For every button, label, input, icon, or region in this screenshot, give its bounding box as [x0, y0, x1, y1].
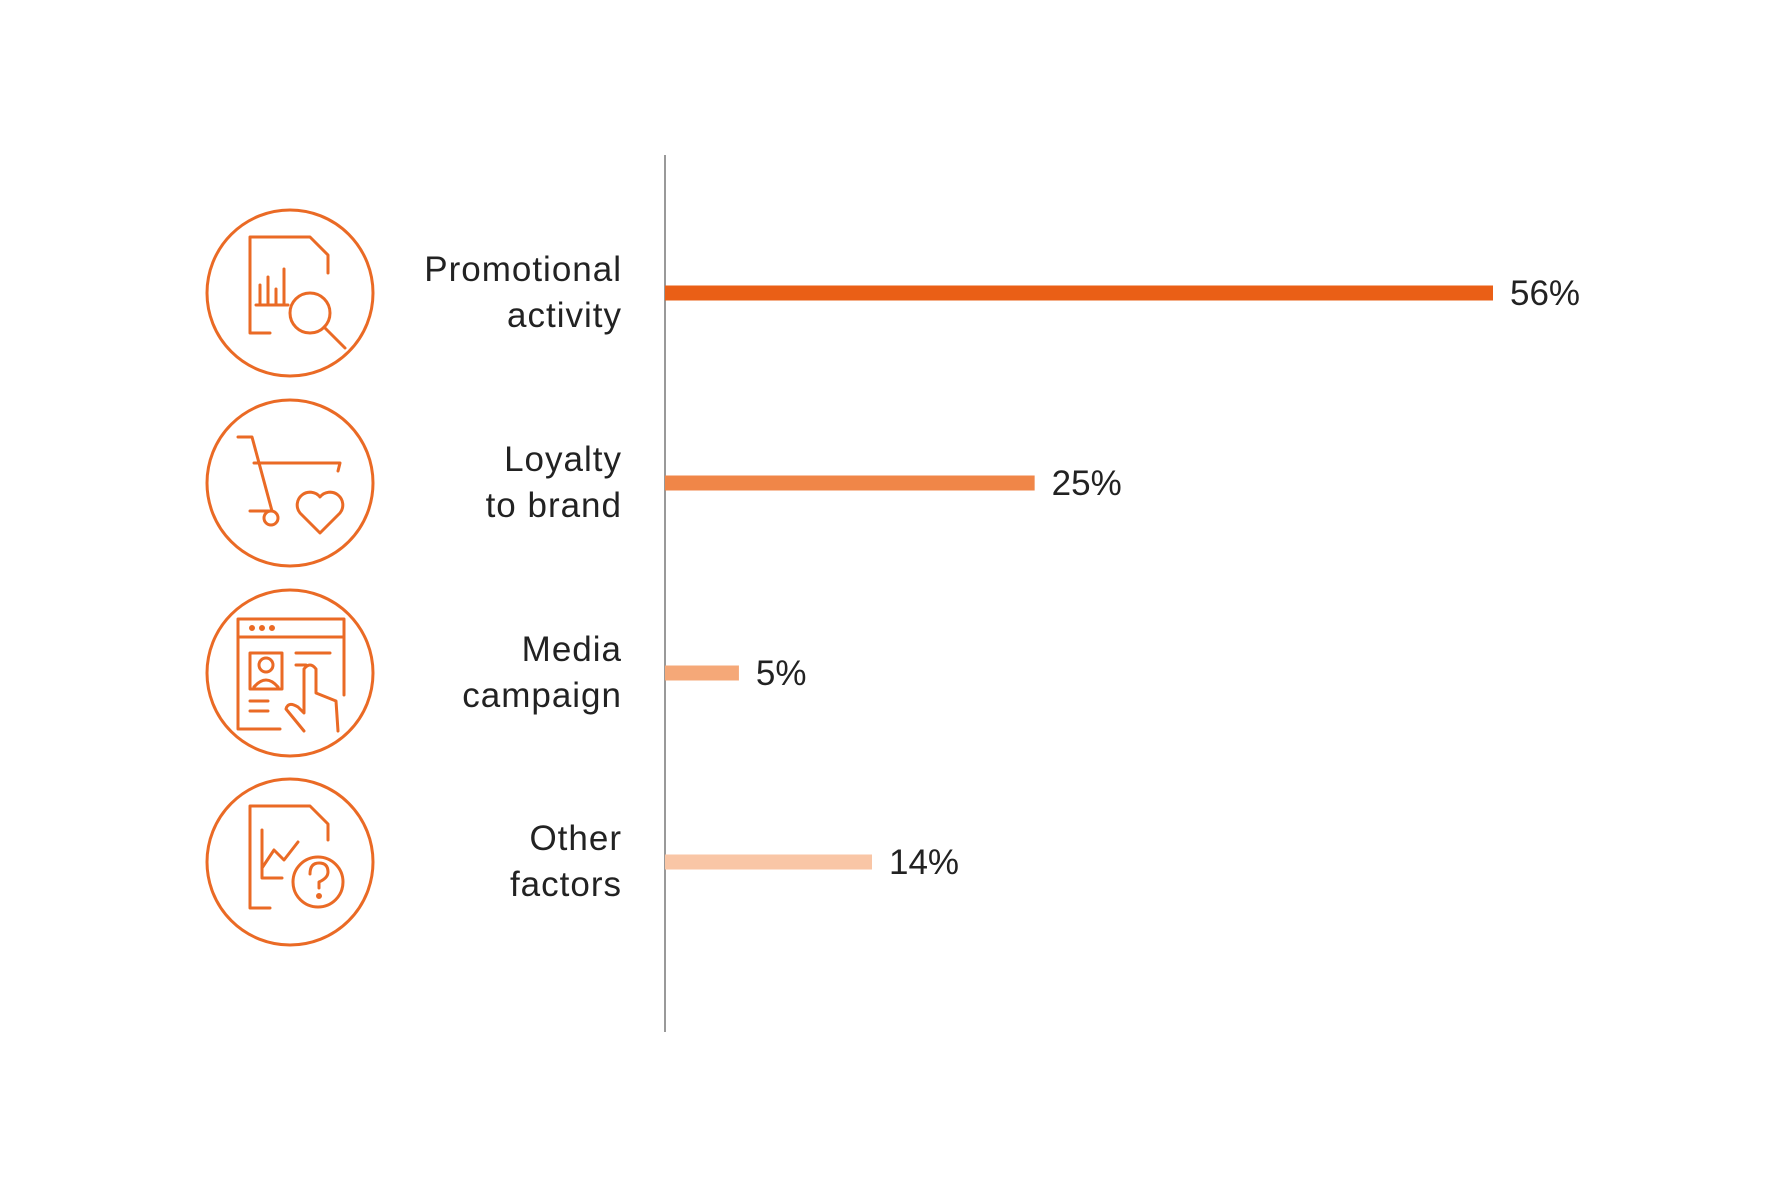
chart-question-icon	[205, 777, 375, 947]
category-label-2-line-2: to brand	[486, 486, 622, 525]
value-label-4: 14%	[889, 843, 959, 882]
report-search-icon	[205, 208, 375, 378]
bar-3	[665, 665, 739, 681]
category-label-4-line-2: factors	[510, 865, 622, 904]
shopping-cart-heart-icon	[205, 398, 375, 568]
bar-2	[665, 475, 1035, 491]
bar-1	[665, 285, 1493, 301]
category-label-3-line-2: campaign	[462, 676, 622, 715]
bar-4	[665, 854, 872, 870]
category-label-3-line-1: Media	[522, 630, 622, 669]
category-label-1-line-2: activity	[507, 296, 622, 335]
category-label-1-line-1: Promotional	[424, 250, 622, 289]
category-label-2-line-1: Loyalty	[504, 440, 622, 479]
value-label-2: 25%	[1052, 464, 1122, 503]
category-label-4-line-1: Other	[529, 819, 622, 858]
value-label-3: 5%	[756, 654, 807, 693]
value-label-1: 56%	[1510, 274, 1580, 313]
web-profile-touch-icon	[205, 588, 375, 758]
